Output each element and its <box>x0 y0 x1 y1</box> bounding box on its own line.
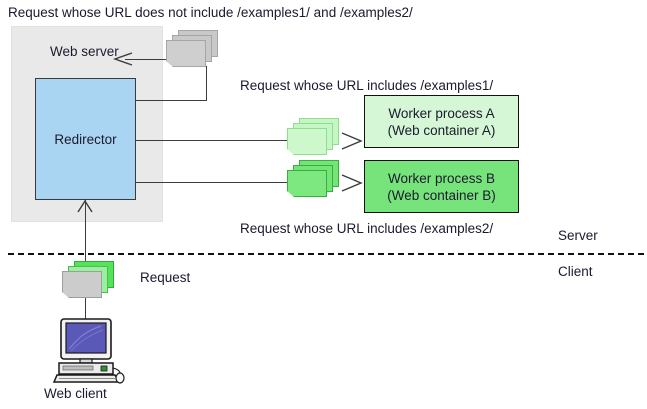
connector-redirector-to-worker-b <box>136 182 291 183</box>
worker-b-line1: Worker process B <box>387 170 496 186</box>
desktop-computer-icon <box>52 318 125 384</box>
request-label: Request <box>140 270 191 285</box>
note-examples1: Request whose URL includes /examples1/ <box>240 78 494 93</box>
worker-b-line2: (Web container B) <box>387 187 496 203</box>
zone-label-server: Server <box>558 228 598 243</box>
connector-webserver-label-pointer <box>125 59 171 60</box>
web-client-label: Web client <box>44 386 107 401</box>
web-server-label: Web server <box>50 44 119 59</box>
document-stack-icon-examples2 <box>287 160 339 198</box>
connector-redirector-to-webserver-v <box>206 66 207 101</box>
connector-redirector-to-worker-a <box>136 140 291 141</box>
worker-process-a-box[interactable]: Worker process A (Web container A) <box>364 95 519 148</box>
document-stack-icon-client-request <box>62 261 114 299</box>
worker-a-line2: (Web container A) <box>387 122 496 138</box>
note-examples2: Request whose URL includes /examples2/ <box>240 221 494 236</box>
connector-redirector-to-webserver-h <box>136 100 207 101</box>
document-stack-icon-examples1 <box>287 118 339 156</box>
note-no-examples: Request whose URL does not include /exam… <box>8 5 413 20</box>
connector-stack-to-computer <box>85 288 86 320</box>
redirector-label: Redirector <box>54 131 117 147</box>
worker-a-line1: Worker process A <box>388 105 495 121</box>
document-stack-icon-web-server <box>166 30 218 68</box>
server-client-boundary <box>8 253 644 255</box>
zone-label-client: Client <box>558 264 593 279</box>
connector-client-to-redirector <box>85 200 86 272</box>
worker-process-b-box[interactable]: Worker process B (Web container B) <box>364 160 519 213</box>
redirector-box[interactable]: Redirector <box>35 78 136 200</box>
